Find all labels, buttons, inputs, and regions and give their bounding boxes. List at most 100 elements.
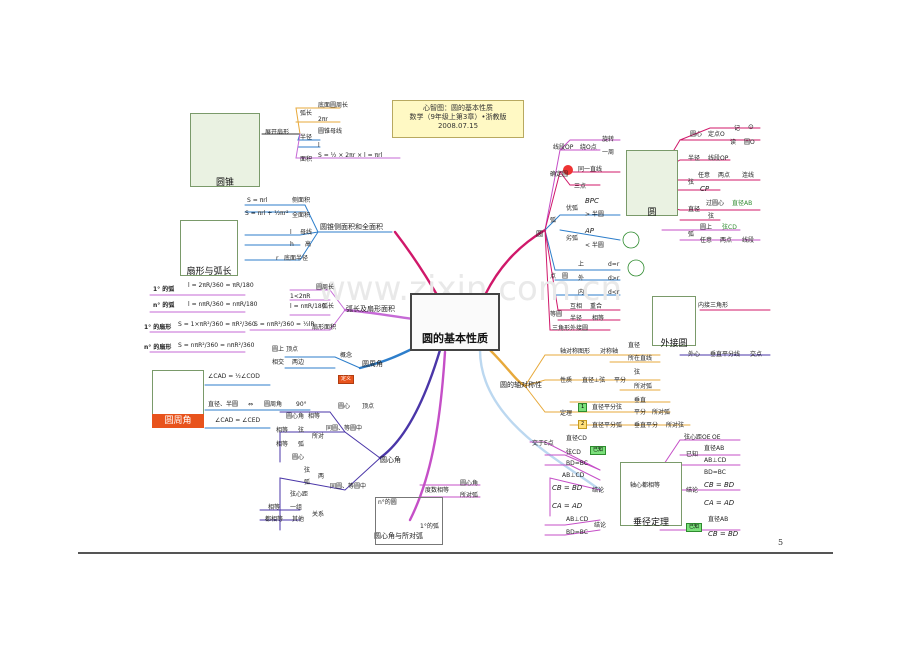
perp-bdbc: BD=BC [566, 460, 588, 467]
c-chord2: 弦 [708, 213, 715, 220]
c-eq: 相等 [592, 315, 605, 322]
c-top: 圆上 [700, 224, 713, 231]
c-center: 圆心 [690, 131, 703, 138]
lat-l: l [290, 229, 292, 236]
cone-l: l [318, 142, 320, 149]
c-out: 外 [578, 275, 585, 282]
lat-height: 高 [305, 241, 312, 248]
center-node: 圆的基本性质 [410, 293, 500, 351]
arc-secarea: 扇形面积 [312, 324, 337, 331]
c-any: 任意 [698, 172, 711, 179]
cen-cdist: 弦心距 [290, 491, 309, 498]
c-major: 优弧 [566, 205, 579, 212]
cen-arc2: 弧 [298, 441, 305, 448]
c-read: 读 [730, 139, 737, 146]
cen-ar3: 弧 [304, 479, 311, 486]
c-cp: CP [700, 185, 710, 193]
cone-caption: 圆锥 [215, 178, 234, 188]
cone-area: 面积 [300, 156, 313, 163]
c-bpc: BPC [585, 197, 599, 205]
cen-chord: 弦 [298, 427, 305, 434]
arc-lform: l = nπR/180 [290, 303, 326, 310]
perp-cbbd2: CB = BD [708, 530, 739, 538]
c-twopt: 两点 [718, 172, 731, 179]
cen-rel: 关系 [312, 511, 325, 518]
ins-diam: 直径、半圆 [208, 401, 239, 408]
perp-box [620, 462, 682, 526]
branch-cone-area: 圆锥侧面积和全面积 [320, 223, 383, 231]
cen-cen2: 圆心 [292, 454, 305, 461]
header-line2: 数学（9年级上第3章）•浙教版 [409, 113, 507, 121]
perp-known: 已知 [590, 446, 607, 455]
c-connect: 连线 [742, 172, 755, 179]
cen-arcs: 所对 [312, 433, 325, 440]
c-seg: 线段OP [553, 144, 574, 151]
c-dlr: d<r [608, 289, 620, 296]
sym-chord3: 所对弦 [666, 422, 685, 429]
sym-bisect: 平分 [614, 377, 627, 384]
c-overlap: 重合 [590, 303, 603, 310]
c-rotate: 绕O点 [580, 144, 597, 151]
cen-all: 都相等 [265, 516, 284, 523]
sym-diam3: 直径平分弧 [592, 422, 623, 429]
perp-abperp: AB⊥CD [704, 457, 727, 464]
cen-eq3: 相等 [276, 441, 289, 448]
arc-len: 弧长 [322, 303, 335, 310]
ins-ang: 圆周角 [264, 401, 283, 408]
lat-baser: 底面半径 [284, 255, 309, 262]
ins-ninety: 90° [296, 401, 307, 408]
sym-diam: 直径 [628, 342, 641, 349]
perp-concl2: 结论 [686, 487, 699, 494]
page-number: 5 [778, 538, 784, 547]
perp-caption: 垂径定理 [632, 518, 669, 528]
perp-abcd: AB⊥CD [562, 472, 585, 479]
lat-side: 侧面积 [292, 197, 311, 204]
c-on: 上 [578, 261, 585, 268]
cen-one: 一组 [290, 504, 303, 511]
arc-sform: S = nπR²/360 = ½lR [254, 321, 315, 328]
sym-chord: 弦 [634, 369, 641, 376]
c-three: 三点 [574, 183, 587, 190]
c-ap: AP [585, 227, 595, 235]
sector-box [180, 220, 238, 276]
ins-on: 圆上 [272, 346, 285, 353]
branch-cone [393, 230, 442, 302]
c-tri: 三角形外接圆 [552, 325, 589, 332]
footer-rule [78, 552, 833, 554]
c-week: 一周 [602, 149, 615, 156]
cen-angle: 圆心角 [286, 413, 305, 420]
cen-eqall: 相等 [268, 504, 281, 511]
c-segop: 线段OP [708, 155, 729, 162]
sym-bis2: 平分 [634, 409, 647, 416]
c-arc: 弧 [550, 217, 557, 224]
lat-s2: S = πrl + ½πr² [245, 210, 289, 217]
perp-diamcd: 直径CD [566, 435, 587, 442]
arc-f4: S = nπR²/360 = nπR²/360 [178, 342, 255, 349]
sym-thm: 定理 [560, 410, 573, 417]
branch-inscribed-angle: 圆周角 [362, 360, 383, 368]
sym-axis: 轴对称图形 [560, 348, 591, 355]
arc-circ: 圆周长 [316, 284, 335, 291]
c-radius: 半径 [688, 155, 701, 162]
circle-box [626, 150, 678, 216]
c-tri2: 内接三角形 [698, 302, 729, 309]
ins-iff: ⇔ [248, 401, 254, 408]
c-cd: 弦CD [722, 224, 737, 231]
c-line: 同一直线 [578, 166, 603, 173]
cone-box [190, 113, 260, 187]
perp-bdbc3: BD=BC [704, 469, 726, 476]
perp-diamab2: 直径AB [708, 516, 729, 523]
c-equal: 等圆 [550, 311, 563, 318]
branch-arc-sector: 弧长及扇形面积 [346, 305, 395, 313]
iarc-box [375, 497, 443, 545]
ins-concept: 概念 [340, 352, 353, 359]
c-dgr: d>r [608, 275, 620, 282]
inscribed-box [152, 370, 204, 416]
c-any2: 任意 [700, 237, 713, 244]
iarc-nangle: n°的圆 [378, 499, 397, 506]
c-arc2: 弧 [688, 231, 695, 238]
arc-f1: l = 2πR/360 = πR/180 [188, 282, 254, 289]
c-in: 内 [578, 289, 585, 296]
cen-eq: 相等 [308, 413, 321, 420]
inscribed-caption: 圆周角 [152, 414, 204, 428]
